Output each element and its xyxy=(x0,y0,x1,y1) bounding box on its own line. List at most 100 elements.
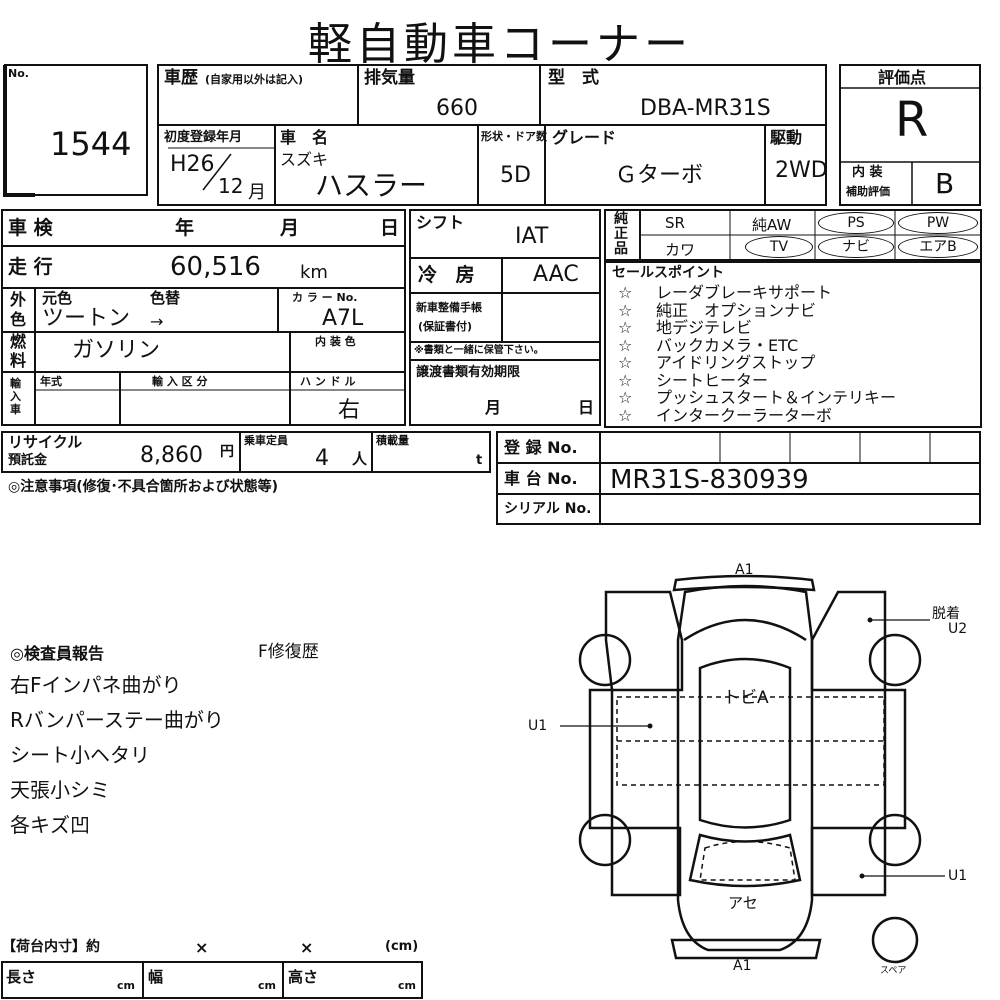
inspection-day: 日 xyxy=(380,217,400,239)
manual-note: ※書類と一緒に保管下さい。 xyxy=(414,345,544,356)
lot-number: 1544 xyxy=(50,125,132,163)
star-bullet-icon: ☆ xyxy=(618,318,633,337)
recycle-value: 8,860 xyxy=(140,443,203,468)
sales-point-text: シートヒーター xyxy=(656,370,769,390)
score-value: R xyxy=(895,92,929,148)
first-reg-month-unit: 月 xyxy=(248,182,266,203)
sales-point-text: アイドリングストップ xyxy=(656,353,816,372)
model-label: 型 式 xyxy=(548,68,599,88)
capacity-unit: 人 xyxy=(352,450,368,468)
sales-point-text: バックカメラ・ETC xyxy=(656,335,799,355)
body-value: 5D xyxy=(500,163,531,188)
detach-label: 脱着 xyxy=(932,606,960,622)
orig-color-label: 元色 xyxy=(42,289,73,307)
cargo-height-label: 高さ xyxy=(288,968,319,986)
star-bullet-icon: ☆ xyxy=(618,353,633,372)
drive-label: 駆動 xyxy=(770,128,803,147)
color-label-b: 色 xyxy=(10,310,27,329)
interior-label-1: 内 装 xyxy=(852,165,883,180)
shift-value: IAT xyxy=(515,224,549,249)
handle-value: 右 xyxy=(338,398,361,423)
inspector-note: 各キズ凹 xyxy=(10,813,90,837)
caution-label: ◎注意事項(修復･不具合箇所および状態等) xyxy=(8,479,279,495)
interior-label-2: 補助評価 xyxy=(846,185,890,198)
star-bullet-icon: ☆ xyxy=(618,370,633,390)
displacement-label: 排気量 xyxy=(364,68,415,88)
star-bullet-icon: ☆ xyxy=(618,300,633,320)
sales-point-item: ☆ 純正 オプションナビ xyxy=(618,302,816,319)
lot-no-label: No. xyxy=(8,67,29,80)
equip-airbag: エアB xyxy=(898,236,978,258)
first-reg-year: H26 xyxy=(170,152,215,177)
star-bullet-icon: ☆ xyxy=(618,388,633,407)
cargo-x2: × xyxy=(300,938,314,957)
recycle-unit: 円 xyxy=(220,444,234,460)
sales-point-text: 地デジテレビ xyxy=(656,318,753,337)
color-code-label: カ ラ ー No. xyxy=(292,291,358,304)
sales-point-item: ☆ シートヒーター xyxy=(618,372,768,389)
cargo-length-label: 長さ xyxy=(6,968,37,986)
recycle-label-1: リサイクル xyxy=(8,433,83,451)
displacement-value: 660 xyxy=(436,96,478,121)
capacity-label: 乗車定員 xyxy=(244,434,288,447)
ac-label: 冷 房 xyxy=(418,264,481,286)
chassis-label: 車 台 No. xyxy=(504,469,578,488)
equip-navi: ナビ xyxy=(818,236,894,258)
equip-alloy-wheel: 純AW xyxy=(752,216,792,234)
car-name: ハスラー xyxy=(315,169,428,202)
mileage-label: 走 行 xyxy=(8,256,53,278)
sales-point-item: ☆ アイドリングストップ xyxy=(618,354,815,371)
star-bullet-icon: ☆ xyxy=(618,405,633,425)
history-label: 車歴 xyxy=(164,68,198,88)
recycle-label-2: 預託金 xyxy=(8,453,48,468)
star-bullet-icon: ☆ xyxy=(618,283,633,302)
repair-flag: F修復歴 xyxy=(258,642,319,662)
seat-label: アセ xyxy=(728,894,758,912)
interior-score: B xyxy=(935,167,955,200)
import-label: 輸入車 xyxy=(10,377,21,416)
sales-point-text: プッシュスタート＆インテリキー xyxy=(656,388,897,407)
front-label: A1 xyxy=(735,562,754,578)
load-unit: t xyxy=(476,453,483,468)
cargo-length-unit: cm xyxy=(117,979,135,992)
sales-point-text: 純正 オプションナビ xyxy=(656,300,817,320)
sales-point-item: ☆インタークーラーターボ xyxy=(618,407,832,424)
import-type-label: 輸 入 区 分 xyxy=(152,375,208,388)
body-label: 形状・ドア数 xyxy=(481,130,547,143)
cargo-width-unit: cm xyxy=(258,979,276,992)
equip-sr: SR xyxy=(665,214,685,232)
sales-point-text: レーダブレーキサポート xyxy=(656,283,833,302)
inspector-note: シート小ヘタリ xyxy=(10,743,150,767)
registration-label: 登 録 No. xyxy=(504,438,578,457)
equip-tv: TV xyxy=(745,236,813,258)
orig-color-value: ツートン xyxy=(42,306,131,331)
spare-label: スペア xyxy=(880,966,907,976)
right-rear-label: U1 xyxy=(948,868,968,884)
transfer-label: 譲渡書類有効期限 xyxy=(416,365,521,380)
mileage-unit: km xyxy=(300,262,328,283)
equip-ps: PS xyxy=(818,212,894,234)
cargo-height-unit: cm xyxy=(398,979,416,992)
model-value: DBA-MR31S xyxy=(640,96,771,121)
fuel-value: ガソリン xyxy=(72,338,161,363)
page-title: 軽自動車コーナー xyxy=(308,19,692,70)
inspection-label: 車 検 xyxy=(8,217,53,239)
color-arrow: → xyxy=(150,312,164,331)
inspector-note: 天張小シミ xyxy=(10,778,110,802)
detach-code: U2 xyxy=(948,621,968,637)
grade-value: Ｇターボ xyxy=(615,163,704,188)
first-reg-month: 12 xyxy=(218,174,244,198)
change-color-label: 色替 xyxy=(150,289,181,307)
fuel-label-b: 料 xyxy=(10,351,27,370)
sales-points-label: セールスポイント xyxy=(612,265,724,281)
equipment-label: 純正品 xyxy=(614,211,628,257)
rear-label: A1 xyxy=(733,958,752,974)
equip-leather: カワ xyxy=(665,241,696,259)
sales-point-item: ☆ レーダブレーキサポート xyxy=(618,284,832,301)
inspection-year: 年 xyxy=(175,217,195,239)
first-reg-label: 初度登録年月 xyxy=(164,130,243,145)
first-reg-slash xyxy=(195,152,235,192)
transfer-day: 日 xyxy=(578,398,595,417)
cargo-unit: (cm) xyxy=(385,939,419,954)
